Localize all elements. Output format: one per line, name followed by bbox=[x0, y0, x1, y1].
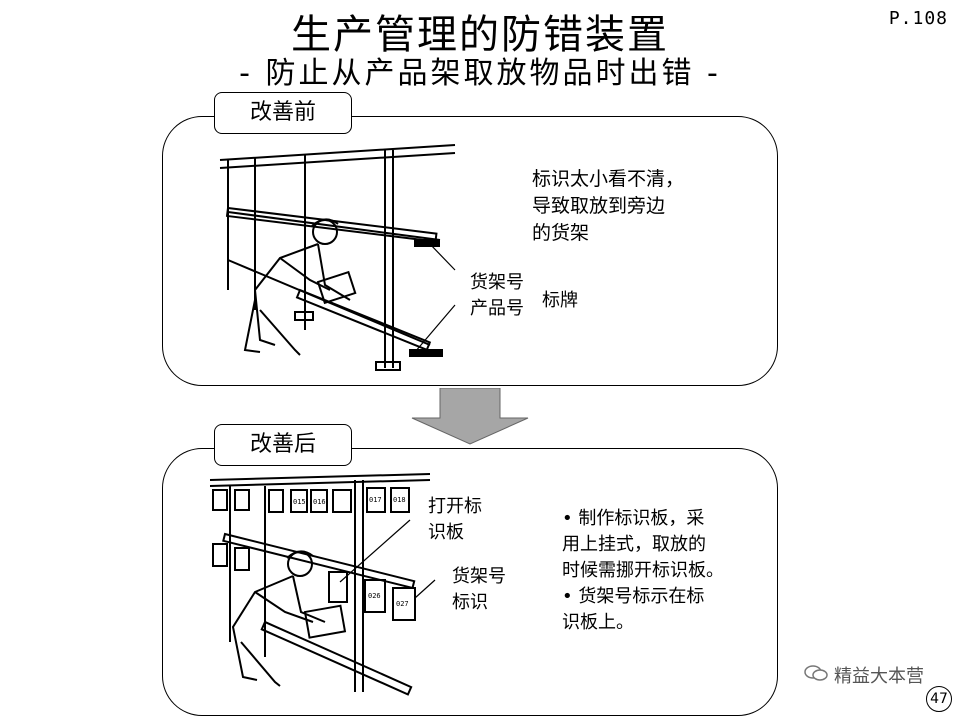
before-tag: 改善前 bbox=[214, 92, 352, 134]
page-reference: P.108 bbox=[888, 8, 948, 29]
board-number: 017 bbox=[369, 496, 382, 504]
after-bullets: • 制作标识板，采 用上挂式，取放的 时候需挪开标识板。 • 货架号标示在标 识… bbox=[562, 508, 724, 633]
after-illustration: 015 016 017 018 026 027 bbox=[209, 473, 431, 696]
before-note: 标识太小看不清， 导致取放到旁边 的货架 bbox=[532, 168, 685, 244]
after-pointer-lines bbox=[339, 519, 436, 599]
after-label-shelf-no: 货架号 标识 bbox=[452, 566, 506, 613]
watermark: 精益大本营 bbox=[804, 662, 924, 688]
board-number: 027 bbox=[396, 600, 409, 608]
slide-number: 47 bbox=[926, 686, 952, 712]
board-number: 026 bbox=[368, 592, 381, 600]
page-title: 生产管理的防错装置 bbox=[291, 12, 669, 58]
before-label-sign: 标牌 bbox=[542, 290, 578, 311]
before-label-shelf-product: 货架号 产品号 bbox=[470, 272, 524, 319]
watermark-text: 精益大本营 bbox=[834, 666, 924, 687]
board-number: 015 bbox=[293, 498, 306, 506]
after-label-open-board: 打开标 识板 bbox=[428, 496, 482, 543]
down-arrow-icon bbox=[411, 388, 529, 445]
board-number: 018 bbox=[393, 496, 406, 504]
page-subtitle: - 防止从产品架取放物品时出错 - bbox=[239, 56, 721, 91]
wechat-icon bbox=[804, 663, 828, 688]
before-illustration bbox=[219, 144, 456, 371]
board-number: 016 bbox=[313, 498, 326, 506]
after-tag: 改善后 bbox=[214, 424, 352, 466]
